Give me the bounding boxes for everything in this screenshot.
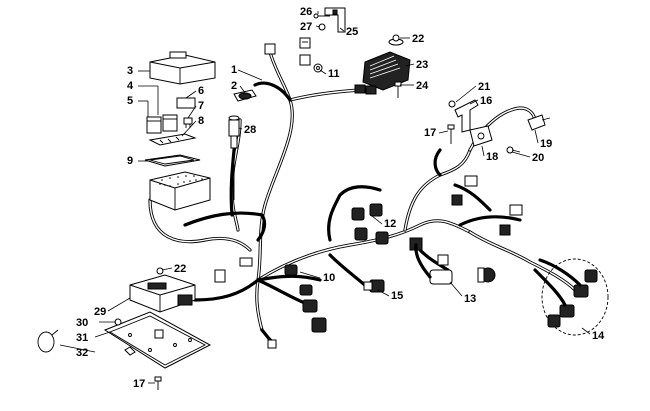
- callout-7: 7: [198, 100, 204, 112]
- callout-17-lower: 17: [133, 378, 145, 390]
- callout-16: 16: [480, 95, 492, 107]
- callout-30: 30: [76, 317, 88, 329]
- sensor-bracket: [448, 99, 479, 133]
- callout-4: 4: [127, 80, 134, 92]
- callout-13: 13: [464, 293, 476, 305]
- callout-22-lower: 22: [174, 263, 186, 275]
- callout-15: 15: [391, 290, 403, 302]
- bolt: [447, 124, 455, 144]
- callout-23: 23: [416, 59, 428, 71]
- leader-lines: [59, 11, 591, 384]
- callout-8: 8: [198, 115, 204, 127]
- mounting-plate: [103, 311, 212, 369]
- speed-sensor: [469, 125, 493, 147]
- fuse-box-cover: [149, 51, 216, 85]
- callout-17-upper: 17: [424, 127, 436, 139]
- connector-group: [214, 257, 327, 349]
- callout-labels: 1 2 3 4 5 6 7 8 9 10 11 12 13 14 15 16 1…: [76, 6, 605, 390]
- screw: [313, 13, 330, 19]
- callout-27: 27: [300, 21, 312, 33]
- callout-22-upper: 22: [412, 33, 424, 45]
- callout-25: 25: [346, 26, 358, 38]
- callout-26: 26: [300, 6, 312, 18]
- callout-28: 28: [244, 124, 256, 136]
- screw: [506, 146, 521, 154]
- callout-31: 31: [76, 332, 88, 344]
- callout-11: 11: [328, 68, 340, 80]
- voltage-regulator: [354, 51, 411, 95]
- relay-pair: [146, 114, 178, 134]
- nut: [156, 267, 164, 275]
- connector-cluster: [351, 175, 523, 245]
- callout-19: 19: [540, 138, 552, 150]
- fuse-box-gasket: [144, 154, 201, 167]
- sensor: [228, 115, 240, 200]
- control-module: [129, 274, 196, 313]
- washer: [388, 34, 404, 46]
- bolt: [394, 81, 402, 98]
- callout-3: 3: [127, 65, 133, 77]
- callout-29: 29: [94, 306, 106, 318]
- mini-relay: [176, 97, 196, 109]
- callout-2: 2: [231, 80, 237, 92]
- callout-14: 14: [592, 330, 605, 342]
- callout-6: 6: [198, 85, 204, 97]
- harness-connector: [363, 279, 385, 293]
- fuse-box-base: [149, 171, 211, 211]
- harness-connector: [264, 43, 311, 66]
- callout-20: 20: [532, 152, 544, 164]
- callout-10: 10: [323, 272, 335, 284]
- sensor-plug: [527, 114, 551, 131]
- right-connector-cluster: [533, 258, 609, 336]
- callout-1: 1: [231, 64, 237, 76]
- fuse-strip: [148, 133, 197, 146]
- callout-12: 12: [384, 218, 396, 230]
- callout-32: 32: [76, 347, 88, 359]
- callout-9: 9: [127, 155, 133, 167]
- harness-clip: [233, 89, 257, 102]
- switch: [409, 237, 496, 285]
- bolt: [154, 376, 162, 390]
- mount-bracket: [299, 7, 346, 49]
- callout-5: 5: [127, 95, 133, 107]
- main-harness: [148, 50, 577, 347]
- callout-18: 18: [486, 151, 498, 163]
- callout-21: 21: [478, 81, 490, 93]
- callout-24: 24: [416, 80, 429, 92]
- cable-tie: [37, 329, 59, 353]
